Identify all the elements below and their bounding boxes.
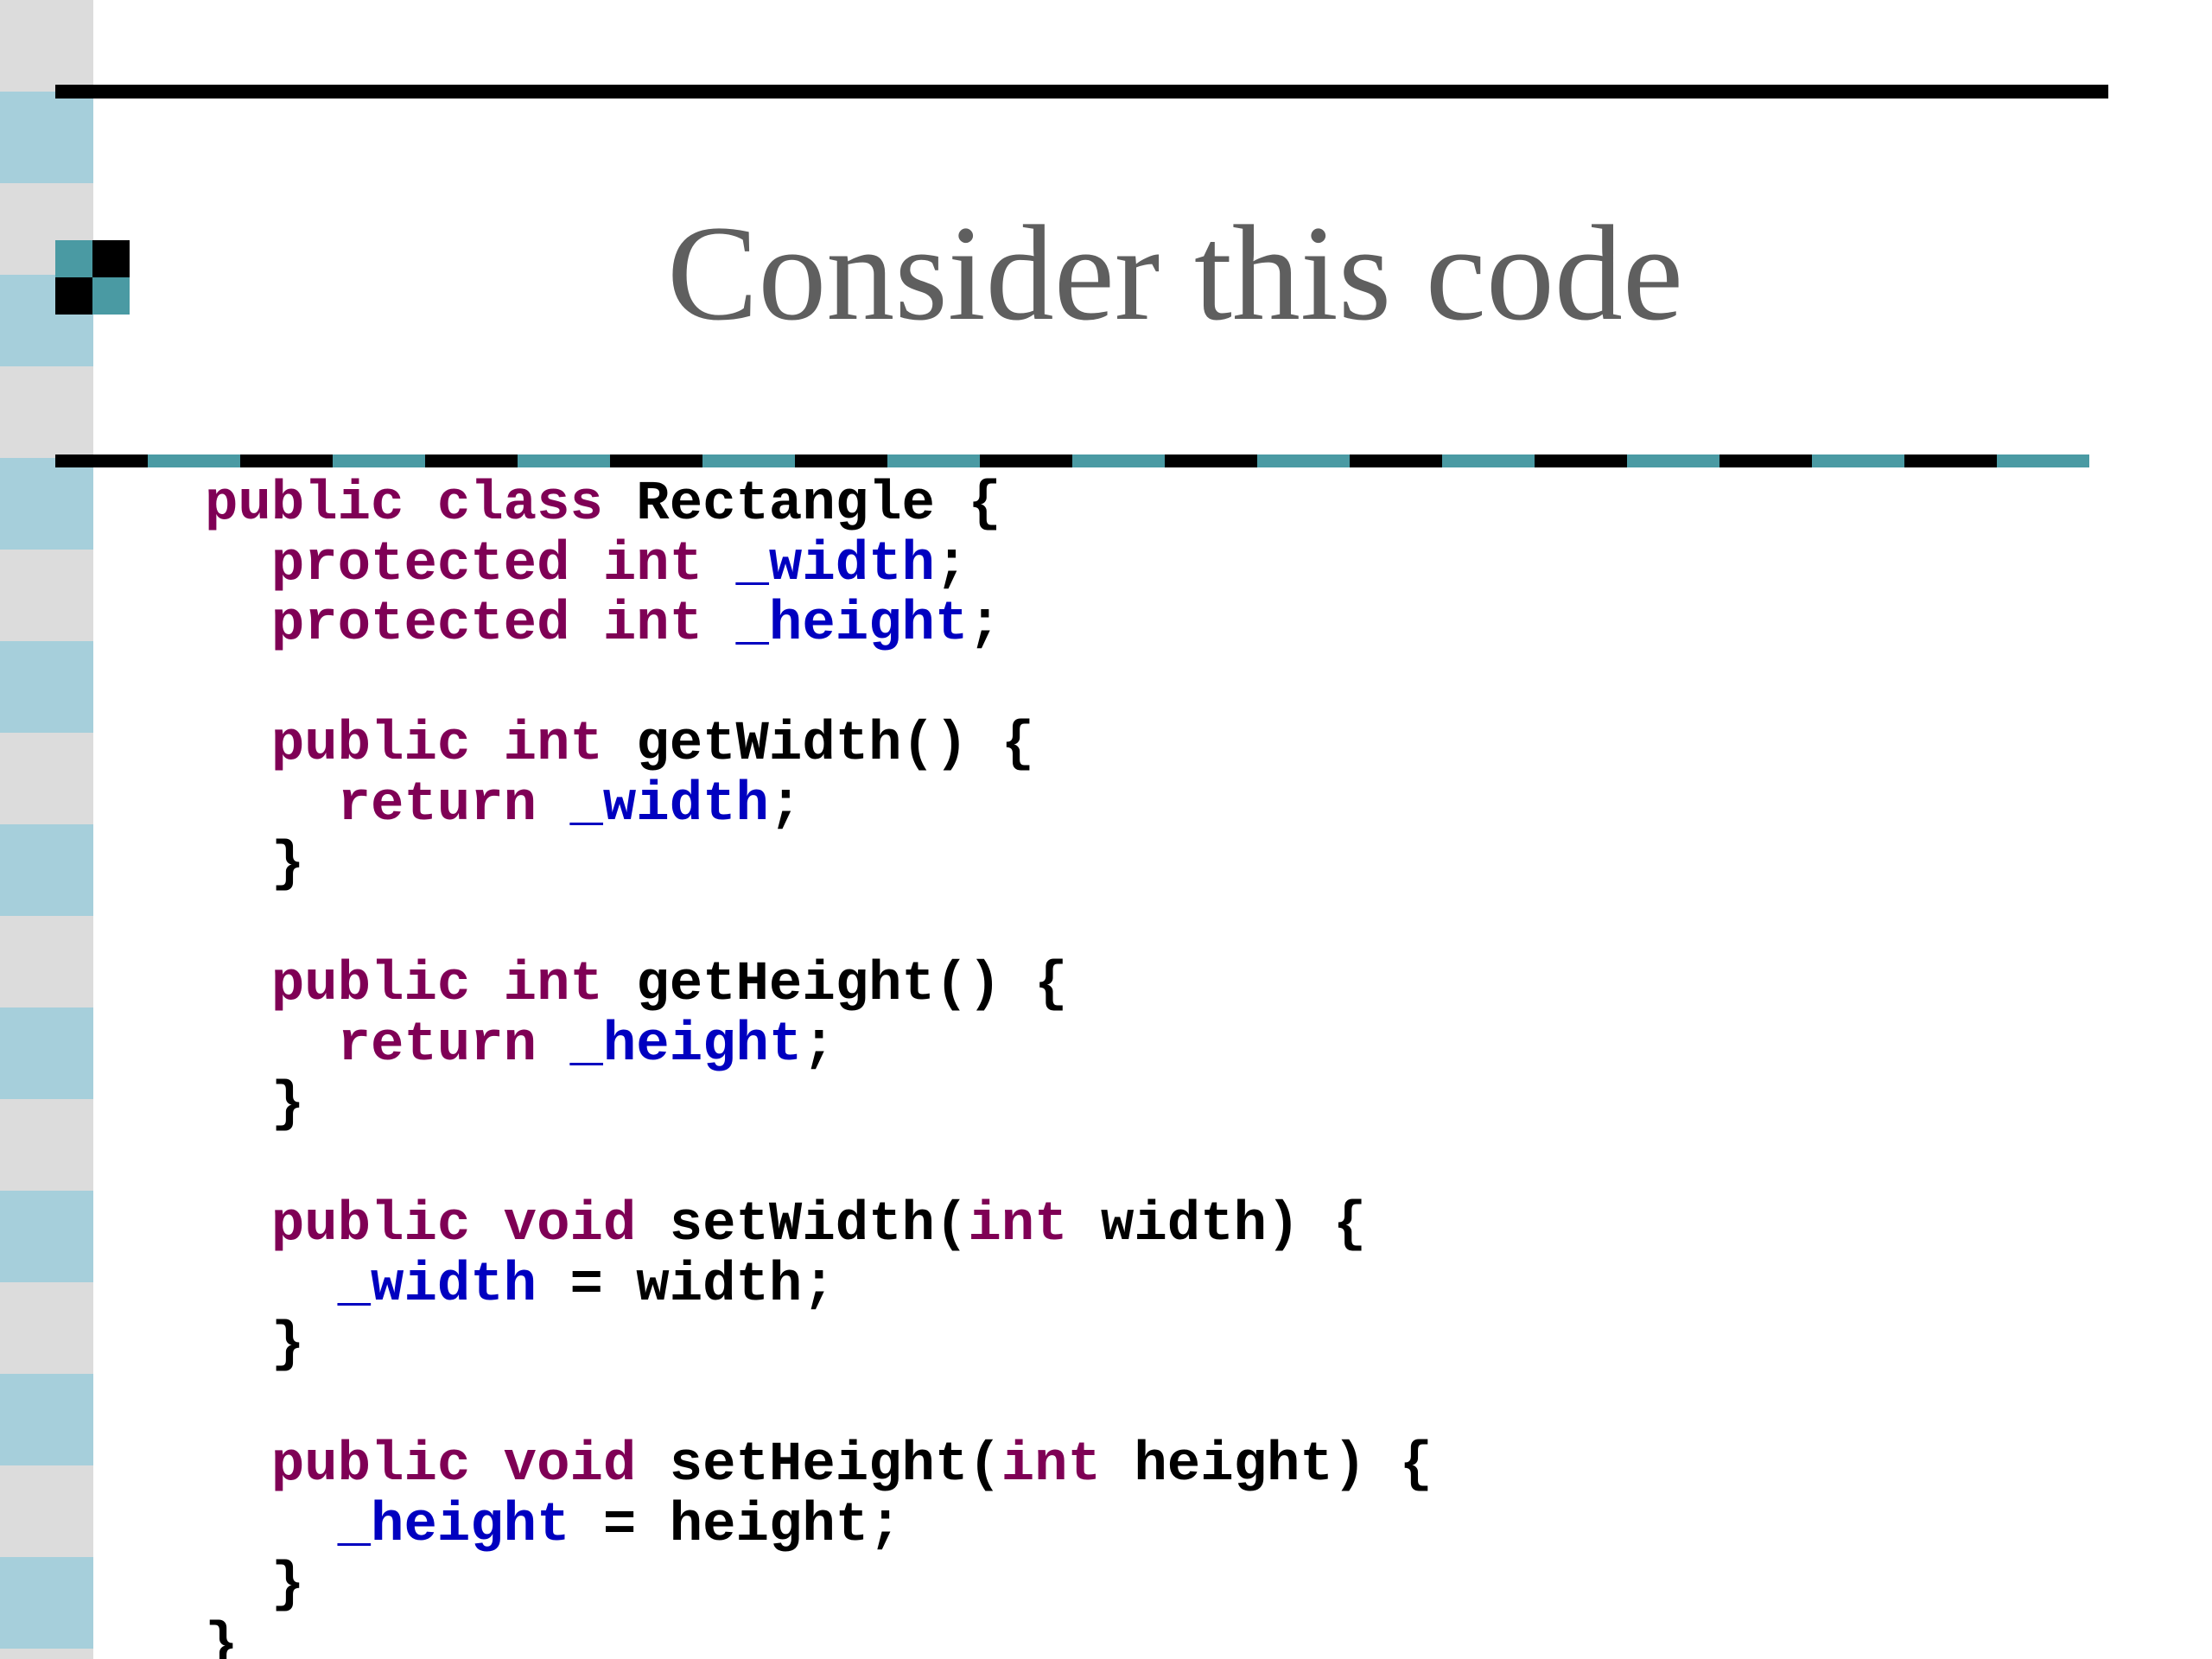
code-indent <box>205 1434 271 1497</box>
code-line: public int getWidth() { <box>205 715 1433 776</box>
code-line: public class Rectangle { <box>205 474 1433 536</box>
code-line: } <box>205 1074 1433 1136</box>
code-line <box>205 1136 1433 1197</box>
code-indent <box>205 1255 338 1317</box>
code-keyword: public <box>270 714 471 776</box>
checkered-square-icon <box>55 240 130 315</box>
code-field: _width <box>569 773 769 836</box>
code-keyword: public <box>270 1194 471 1256</box>
icon-cell-teal-top-left <box>55 240 92 277</box>
code-text: getWidth() { <box>602 714 1035 776</box>
code-indent <box>205 1074 271 1136</box>
code-text: setHeight( <box>636 1434 1001 1497</box>
code-field: _height <box>337 1494 570 1557</box>
code-line: protected int _width; <box>205 533 1433 596</box>
code-indent <box>205 534 271 596</box>
code-keyword: int <box>968 1194 1068 1256</box>
code-indent <box>205 1314 271 1376</box>
code-line: return _width; <box>205 773 1433 836</box>
code-field: _height <box>735 594 969 656</box>
code-text: ; <box>968 594 1001 656</box>
code-indent <box>205 1495 338 1557</box>
code-text: } <box>270 1314 305 1376</box>
code-text <box>569 594 602 656</box>
code-text: width) { <box>1067 1194 1367 1256</box>
code-text: = height; <box>569 1494 902 1557</box>
code-text: ; <box>802 1014 836 1077</box>
code-line: } <box>205 1554 1433 1617</box>
code-line: } <box>205 1314 1433 1376</box>
code-keyword: return <box>337 1014 537 1077</box>
code-line <box>205 896 1433 957</box>
code-indent <box>205 714 271 776</box>
code-line: } <box>205 1614 1433 1659</box>
code-text <box>537 774 569 836</box>
code-text: ; <box>768 773 803 836</box>
code-indent <box>205 774 338 836</box>
code-line: return _height; <box>205 1014 1433 1077</box>
code-text: getHeight() { <box>602 954 1068 1016</box>
code-keyword: void <box>503 1194 637 1256</box>
code-indent <box>205 1554 271 1617</box>
code-keyword: int <box>602 533 703 596</box>
code-text <box>470 714 503 776</box>
code-indent <box>205 1194 271 1256</box>
code-text: setWidth( <box>636 1194 969 1256</box>
code-keyword: int <box>1001 1434 1101 1497</box>
code-line: public void setWidth(int width) { <box>205 1194 1433 1256</box>
code-text: Rectangle { <box>602 474 1001 536</box>
title-divider-rule <box>55 454 2089 467</box>
code-keyword: void <box>503 1434 637 1497</box>
code-text: = width; <box>537 1254 836 1317</box>
code-keyword: class <box>436 474 603 536</box>
code-keyword: protected <box>270 533 570 596</box>
top-rule <box>55 85 2108 99</box>
code-text: } <box>270 834 305 896</box>
code-text <box>537 1014 569 1077</box>
code-field: _width <box>337 1254 537 1317</box>
code-text <box>470 1194 503 1256</box>
code-keyword: int <box>503 954 603 1016</box>
code-indent <box>205 954 271 1016</box>
code-text: } <box>205 1614 238 1659</box>
code-keyword: return <box>337 773 537 836</box>
code-text: height) { <box>1100 1434 1433 1497</box>
code-field: _height <box>569 1014 803 1077</box>
slide-title: Consider this code <box>666 198 1684 349</box>
code-field: _width <box>735 533 935 596</box>
code-indent <box>205 1014 338 1077</box>
code-indent <box>205 594 271 656</box>
code-keyword: public <box>205 474 404 536</box>
code-indent <box>205 834 271 896</box>
code-keyword: int <box>602 594 703 656</box>
code-line <box>205 656 1433 716</box>
code-line: protected int _height; <box>205 594 1433 656</box>
code-block: public class Rectangle { protected int _… <box>205 474 1433 1659</box>
icon-cell-black-top-right <box>92 240 130 277</box>
code-text <box>569 534 602 596</box>
code-text: ; <box>934 533 969 596</box>
code-line <box>205 1376 1433 1437</box>
code-text <box>470 954 503 1016</box>
code-text: } <box>270 1554 305 1617</box>
code-text <box>404 474 436 536</box>
code-keyword: public <box>270 1434 471 1497</box>
code-line: public int getHeight() { <box>205 954 1433 1016</box>
code-text <box>702 534 735 596</box>
icon-cell-black-bottom-left <box>55 277 92 315</box>
code-text <box>702 594 735 656</box>
code-text <box>470 1434 503 1497</box>
code-text: } <box>270 1074 305 1136</box>
code-line: } <box>205 834 1433 896</box>
icon-cell-teal-bottom-right <box>92 277 130 315</box>
code-line: public void setHeight(int height) { <box>205 1434 1433 1497</box>
code-line: _height = height; <box>205 1494 1433 1557</box>
code-line: _width = width; <box>205 1254 1433 1317</box>
code-keyword: protected <box>270 594 570 656</box>
code-keyword: public <box>270 954 471 1016</box>
code-keyword: int <box>503 714 603 776</box>
